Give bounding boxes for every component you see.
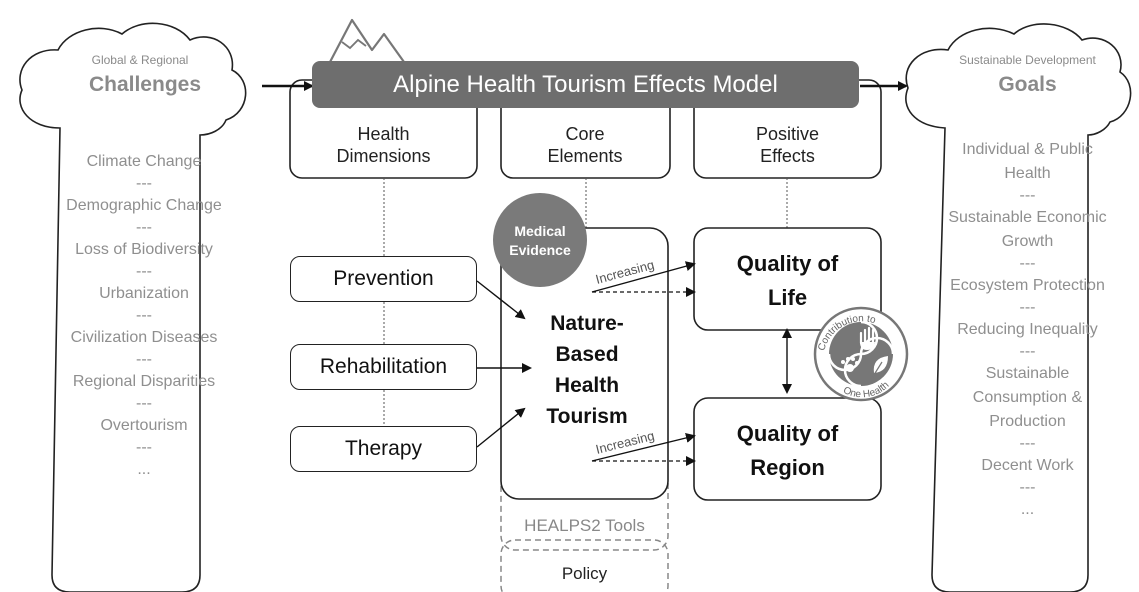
goals-title: Goals	[998, 73, 1057, 96]
positive-effects-header: Positive Effects	[755, 124, 820, 166]
list-separator: ---	[136, 263, 152, 280]
quality-of-region-box	[693, 397, 882, 501]
list-item: Decent Work	[981, 457, 1074, 474]
challenges-subtitle: Global & Regional	[91, 53, 189, 67]
list-item: Individual & Public Health	[962, 141, 1093, 182]
list-item: Ecosystem Protection	[950, 277, 1105, 294]
quality-of-life-label: Quality of Life	[736, 251, 839, 310]
nature-based-health-tourism-label: Nature-Based Health Tourism	[546, 312, 628, 428]
list-item: Urbanization	[99, 285, 189, 302]
policy-box	[500, 539, 669, 592]
core-elements-header: Core Elements	[547, 124, 623, 166]
healps2-tools-label: HEALPS2 Tools	[524, 516, 645, 535]
arrow-increasing-region	[591, 433, 696, 462]
paw-icon	[841, 357, 859, 372]
list-separator: ---	[136, 175, 152, 192]
list-separator: ---	[136, 439, 152, 456]
medical-evidence-label: Medical Evidence	[509, 223, 571, 258]
list-item: Sustainable Economic Growth	[948, 209, 1107, 250]
list-item: Sustainable Consumption & Production	[972, 365, 1083, 430]
rehabilitation-box: Rehabilitation	[290, 344, 477, 390]
quality-of-region-label: Quality of Region	[736, 421, 839, 480]
list-item: Loss of Biodiversity	[75, 241, 213, 258]
list-item: ...	[137, 461, 151, 478]
challenges-cloud	[19, 22, 247, 592]
medical-evidence-badge	[493, 193, 587, 287]
list-separator: ---	[136, 307, 152, 324]
goals-list: Individual & Public Health --- Sustainable…	[945, 138, 1110, 522]
list-item: Demographic Change	[66, 197, 222, 214]
list-separator: ---	[136, 219, 152, 236]
list-item: Climate Change	[86, 153, 202, 170]
list-separator: ---	[1019, 435, 1036, 452]
list-item: Civilization Diseases	[70, 329, 218, 346]
list-item: Regional Disparities	[72, 373, 216, 390]
arrow-prevention-to-core	[476, 280, 526, 320]
list-separator: ---	[1019, 479, 1036, 496]
prevention-box: Prevention	[290, 256, 477, 302]
healps2-tools-box	[500, 469, 669, 551]
list-separator: ---	[1019, 343, 1036, 360]
health-dimensions-header: Health Dimensions	[336, 124, 431, 166]
arrow-therapy-to-core	[476, 407, 526, 448]
list-separator: ---	[1019, 255, 1036, 272]
list-item: Overtourism	[100, 417, 188, 434]
arrow-increasing-life	[591, 261, 696, 293]
policy-label: Policy	[561, 564, 608, 583]
challenges-title: Challenges	[88, 73, 202, 96]
model-banner	[312, 61, 859, 108]
list-separator: ---	[136, 395, 152, 412]
model-title: Alpine Health Tourism Effects Model	[393, 70, 778, 98]
mountain-icon	[329, 18, 405, 63]
one-health-emblem: Contribution to One Health	[813, 306, 909, 402]
list-separator: ---	[1019, 187, 1036, 204]
goals-cloud	[905, 23, 1132, 592]
goals-subtitle: Sustainable Development	[959, 53, 1096, 67]
list-separator: ---	[136, 351, 152, 368]
hand-icon	[859, 326, 875, 350]
list-separator: ---	[1019, 299, 1036, 316]
leaf-icon	[871, 356, 888, 379]
list-item: Reducing Inequality	[957, 321, 1098, 338]
therapy-box: Therapy	[290, 426, 477, 472]
challenges-list: Climate Change --- Demographic Change --- Lo…	[62, 150, 226, 482]
list-item: ...	[1020, 501, 1035, 518]
